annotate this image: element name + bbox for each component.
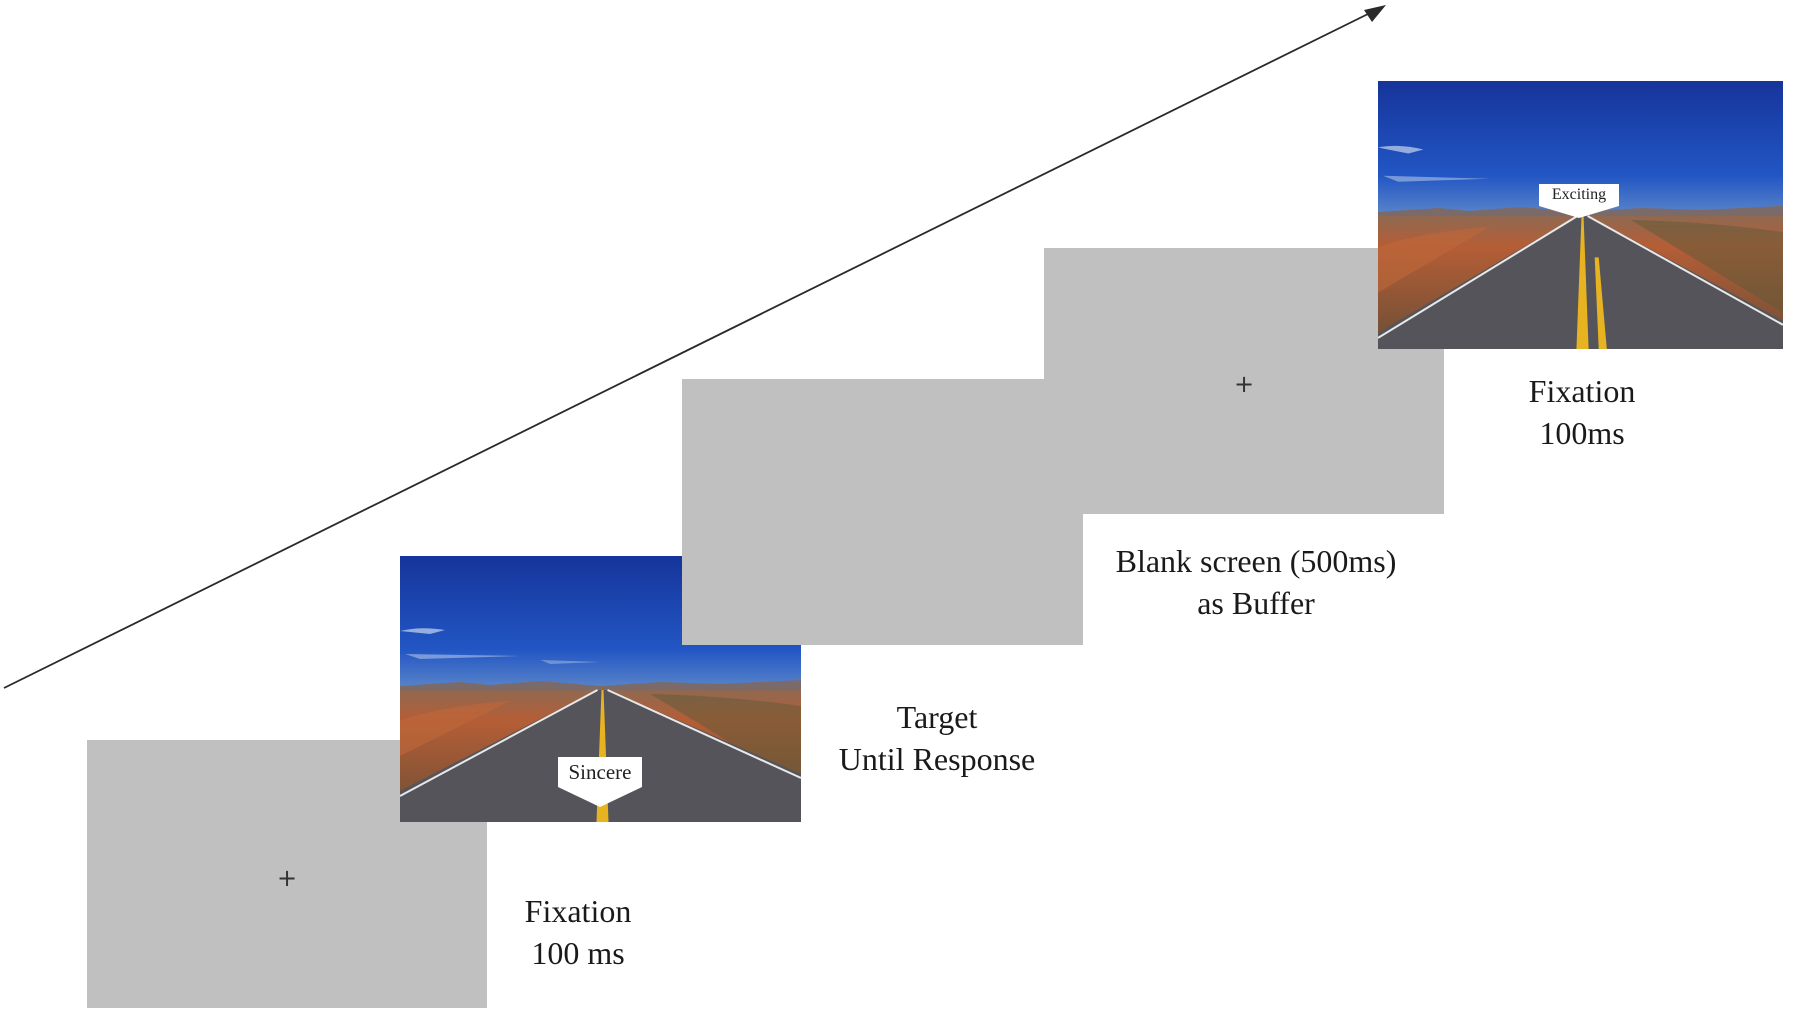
caption-step-2: Target Until Response bbox=[839, 696, 1035, 780]
caption-step-2-duration: Until Response bbox=[838, 741, 1036, 777]
blank-screen bbox=[682, 379, 1083, 645]
caption-step-1: Fixation 100 ms bbox=[525, 890, 632, 974]
target-road-image-1 bbox=[400, 556, 801, 822]
stimulus-word-exciting: Exciting bbox=[1539, 184, 1619, 206]
fixation-screen-2: + bbox=[1044, 248, 1444, 514]
caption-step-2-title: Target bbox=[896, 699, 978, 735]
caption-step-4: Fixation 100ms bbox=[1529, 370, 1636, 454]
caption-step-1-duration: 100 ms bbox=[531, 935, 625, 971]
stimulus-word-sincere: Sincere bbox=[558, 757, 642, 787]
caption-step-3-title: Blank screen (500ms) bbox=[1115, 543, 1397, 579]
fixation-cross: + bbox=[1233, 370, 1255, 398]
caption-step-1-title: Fixation bbox=[524, 893, 632, 929]
caption-step-3-duration: as Buffer bbox=[1197, 585, 1315, 621]
caption-step-3: Blank screen (500ms) as Buffer bbox=[1116, 540, 1397, 624]
caption-step-4-duration: 100ms bbox=[1539, 415, 1625, 451]
caption-step-4-title: Fixation bbox=[1528, 373, 1636, 409]
fixation-cross: + bbox=[276, 864, 298, 892]
